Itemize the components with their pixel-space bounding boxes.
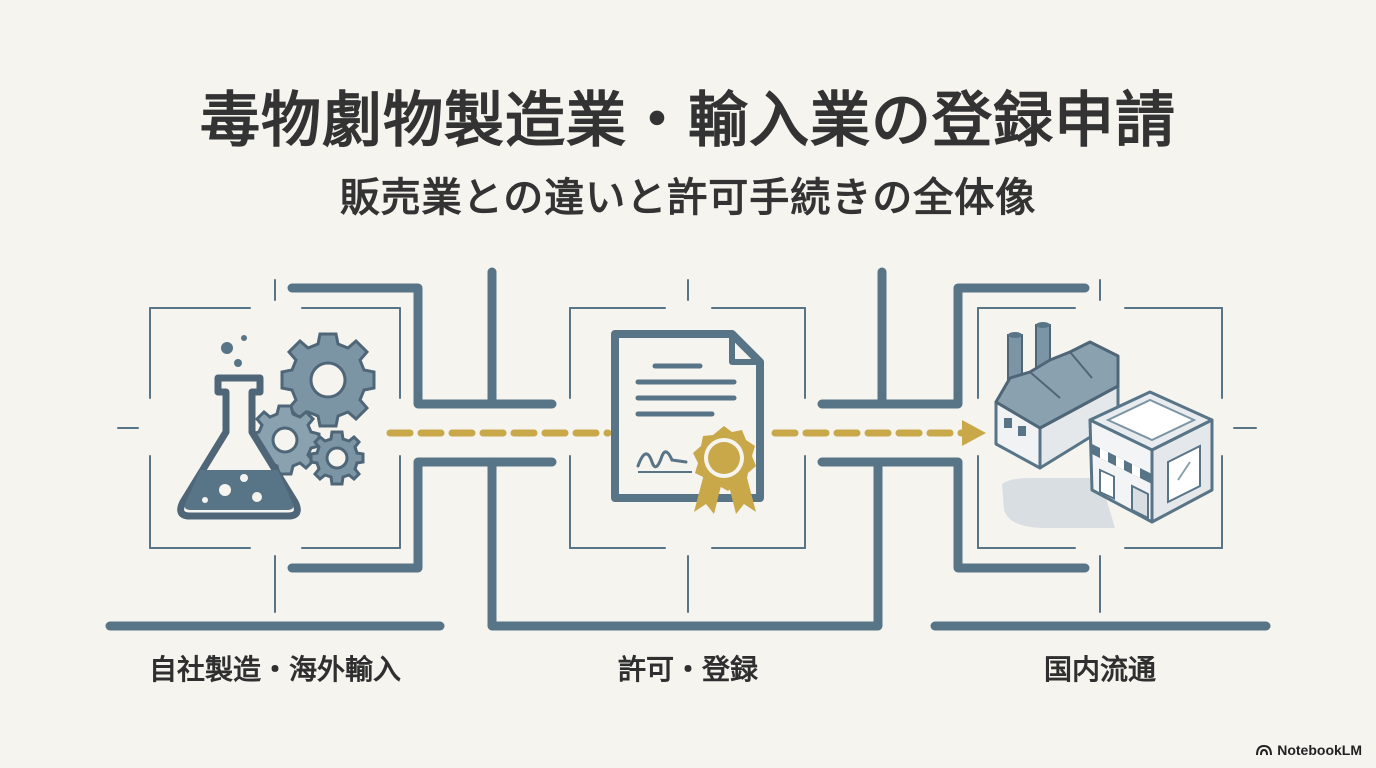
brand-name: NotebookLM: [1277, 742, 1362, 758]
stage-label-permit-registration: 許可・登録: [617, 653, 758, 686]
stage-label-manufacture-import: 自社製造・海外輸入: [148, 653, 401, 686]
page-title: 毒物劇物製造業・輸入業の登録申請: [200, 86, 1176, 156]
page-subtitle: 販売業との違いと許可手続きの全体像: [339, 175, 1037, 221]
flow-arrows: [386, 420, 986, 446]
brand-watermark: NotebookLM: [1256, 742, 1362, 758]
pipe-lines: [105, 267, 1271, 631]
arrow-head-icon: [962, 420, 986, 446]
factory-store-icon: [994, 322, 1214, 528]
certificate-document-icon: [611, 330, 764, 514]
flask-gears-icon: [177, 332, 376, 520]
stage-label-domestic-distribution: 国内流通: [1043, 653, 1156, 686]
frame-lines: [117, 279, 1257, 613]
notebooklm-logo-icon: [1256, 744, 1273, 756]
